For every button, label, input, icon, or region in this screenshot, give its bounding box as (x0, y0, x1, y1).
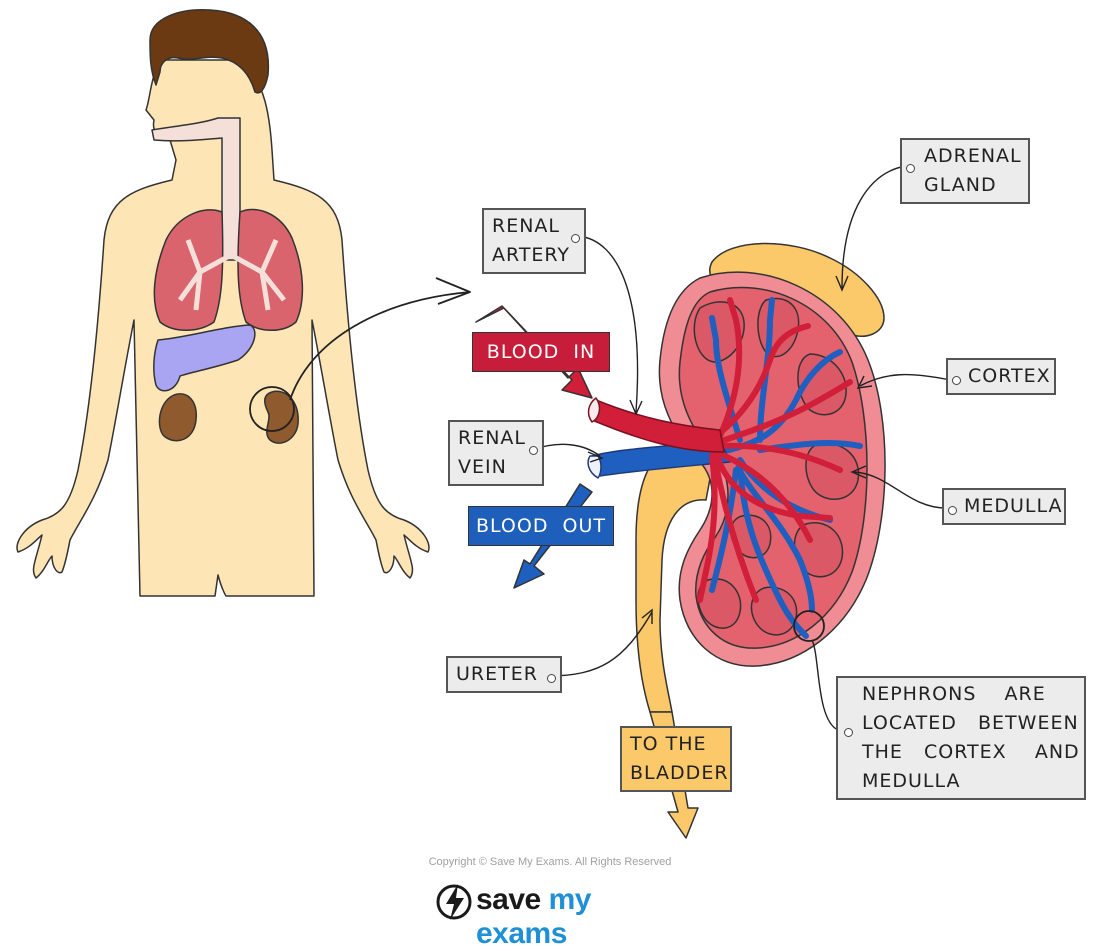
nephrons-line3: THE CORTEX AND (862, 741, 1080, 763)
ureter-leader (547, 608, 653, 677)
cortex-label: CORTEX (946, 358, 1056, 395)
nephrons-line2: LOCATED BETWEEN (862, 712, 1079, 734)
trachea (151, 117, 241, 261)
nephrons-line1: NEPHRONS ARE (862, 683, 1046, 705)
to-bladder-line2: BLADDER (630, 762, 729, 784)
left-lung (153, 209, 224, 331)
large-kidney (587, 242, 886, 839)
adrenal-gland-line2: GLAND (924, 174, 997, 196)
renal-vein-line1: RENAL (458, 427, 527, 449)
renal-artery-leader (577, 235, 643, 416)
human-figure (16, 9, 471, 597)
save-my-exams-logo: save my exams (436, 880, 676, 950)
zoom-arrow (289, 277, 471, 401)
medulla-text: MEDULLA (964, 495, 1063, 517)
medulla-pyramids (693, 297, 860, 636)
renal-artery (591, 399, 725, 453)
logo-wordmark: save my exams (476, 883, 676, 951)
leader-lines (531, 165, 951, 731)
adrenal-leader (835, 165, 907, 292)
renal-vein-line2: VEIN (458, 456, 507, 478)
logo-word-save: save (476, 883, 541, 916)
hair (149, 9, 270, 94)
right-lung (237, 208, 304, 331)
medulla-leader (850, 465, 947, 509)
left-kidney (158, 393, 197, 442)
blood-out-banner: BLOOD OUT (468, 506, 614, 546)
ureter-label: URETER (446, 656, 562, 693)
liver (153, 324, 256, 392)
renal-vein-label: RENAL VEIN (448, 420, 544, 486)
renal-artery-cut (587, 397, 601, 423)
nephrons-label: NEPHRONS ARE LOCATED BETWEEN THE CORTEX … (836, 676, 1086, 800)
ureter-text: URETER (456, 663, 538, 685)
renal-artery-line2: ARTERY (492, 244, 571, 266)
renal-artery-line1: RENAL (492, 215, 561, 237)
to-bladder-line1: TO THE (630, 733, 707, 755)
to-bladder-label: TO THE BLADDER (620, 726, 732, 792)
nephron-location-circle (793, 610, 825, 642)
medulla-label: MEDULLA (942, 488, 1066, 525)
blood-in-banner: BLOOD IN (472, 332, 610, 372)
nephrons-line4: MEDULLA (862, 770, 961, 792)
adrenal-gland-line1: ADRENAL (924, 145, 1022, 167)
cortex-text: CORTEX (968, 365, 1051, 387)
bronchi (177, 238, 286, 311)
nephrons-leader (811, 639, 839, 731)
cortex-leader (856, 373, 951, 389)
copyright-text: Copyright © Save My Exams. All Rights Re… (428, 856, 672, 868)
renal-artery-branches (697, 297, 853, 603)
kidney-highlight-circle (249, 386, 295, 432)
adrenal-gland-label: ADRENAL GLAND (900, 138, 1030, 204)
lightning-logo-icon (436, 884, 472, 920)
renal-artery-label: RENAL ARTERY (482, 208, 586, 274)
